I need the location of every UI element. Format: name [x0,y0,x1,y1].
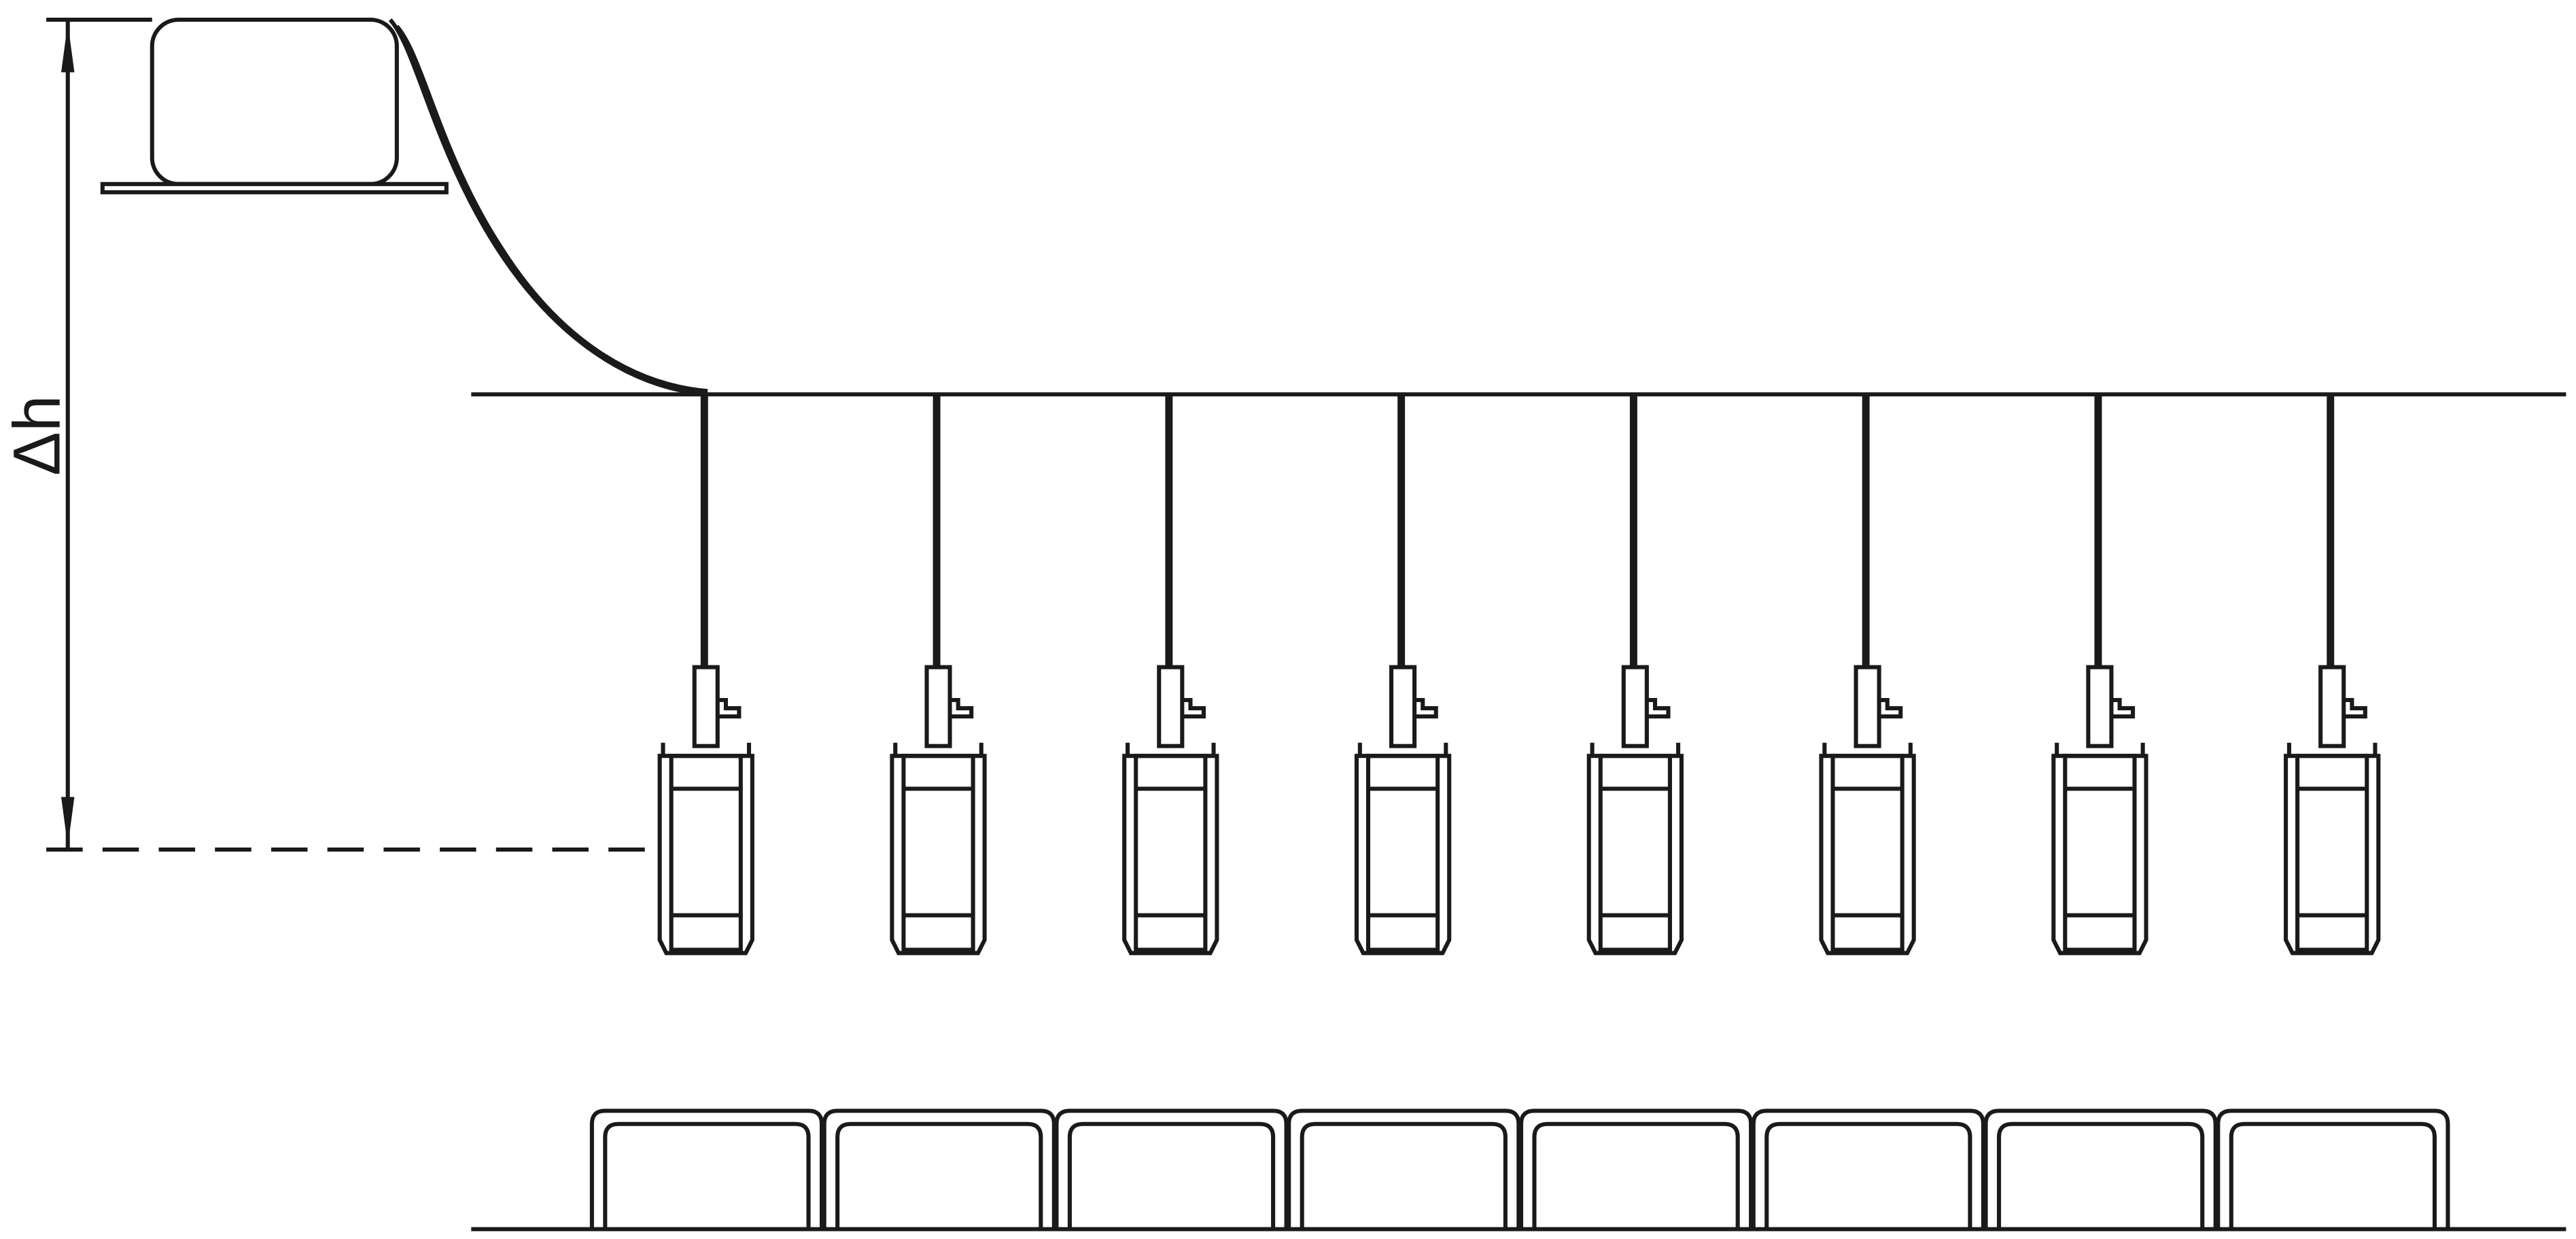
trough [1983,1109,2218,1229]
container-body [890,754,987,956]
valve-stem [2318,665,2346,748]
elevated-tank [100,17,449,194]
supply-hose-outer [388,18,708,397]
valve-stem [1853,665,1881,748]
trough-outer [589,1109,824,1229]
valve-stem [692,665,720,748]
trough [1518,1109,1754,1229]
valve-stem [2086,665,2114,748]
container-body [1819,754,1916,956]
container-body [2284,754,2381,956]
delta-h-label: Δh [0,396,74,476]
trough-inner [1996,1121,2205,1229]
dispenser [1122,394,1219,956]
valve-nozzle [2111,697,2136,719]
container-inner [901,754,975,952]
container-inner [2295,754,2369,952]
height-dimension: Δh [0,17,744,852]
dispenser [2284,394,2381,956]
dispenser [1586,394,1684,956]
valve-nozzle [1879,697,1903,719]
trough [589,1109,824,1229]
tank-body [150,17,399,186]
dimension-arrow-down [61,797,75,847]
supply-hose-inner [395,24,708,394]
container-inner [2063,754,2137,952]
trough-outer [1751,1109,1985,1229]
trough [822,1109,1056,1229]
tank-shelf [100,181,449,194]
valve-nozzle [717,697,742,719]
trough-outer [2216,1109,2450,1229]
dispenser [1354,394,1452,956]
trough-outer [1983,1109,2218,1229]
dispenser [2051,394,2148,956]
valve-nozzle [950,697,974,719]
dimension-arrow-up [61,22,75,73]
trough [1751,1109,1985,1229]
container-inner [669,754,743,952]
trough-inner [2229,1121,2437,1229]
valve-nozzle [1646,697,1671,719]
trough-outer [1518,1109,1754,1229]
container-body [1586,754,1684,956]
trough [2216,1109,2450,1229]
valve-stem [1157,665,1185,748]
container-body [1122,754,1219,956]
dispenser [1819,394,1916,956]
valve-stem [1389,665,1417,748]
trough [1054,1109,1289,1229]
trough-row [589,1109,2450,1229]
valve-stem [924,665,952,748]
supply-hose [388,18,708,397]
trough-inner [1067,1121,1276,1229]
container-inner [1134,754,1208,952]
container-inner [1598,754,1672,952]
container-inner [1830,754,1904,952]
trough-inner [1532,1121,1740,1229]
dispenser-row [657,394,2381,956]
container-body [2051,754,2148,956]
trough-outer [1287,1109,1521,1229]
container-body [1354,754,1452,956]
trough-inner [835,1121,1043,1229]
valve-nozzle [1182,697,1206,719]
valve-stem [1621,665,1649,748]
trough-inner [603,1121,811,1229]
valve-nozzle [1414,697,1438,719]
valve-nozzle [2344,697,2367,719]
container-body [657,754,754,956]
trough-outer [822,1109,1056,1229]
trough-inner [1300,1121,1508,1229]
trough [1287,1109,1521,1229]
dispenser [890,394,987,956]
trough-outer [1054,1109,1289,1229]
container-inner [1365,754,1440,952]
trough-inner [1764,1121,1972,1229]
dispenser [657,394,754,956]
